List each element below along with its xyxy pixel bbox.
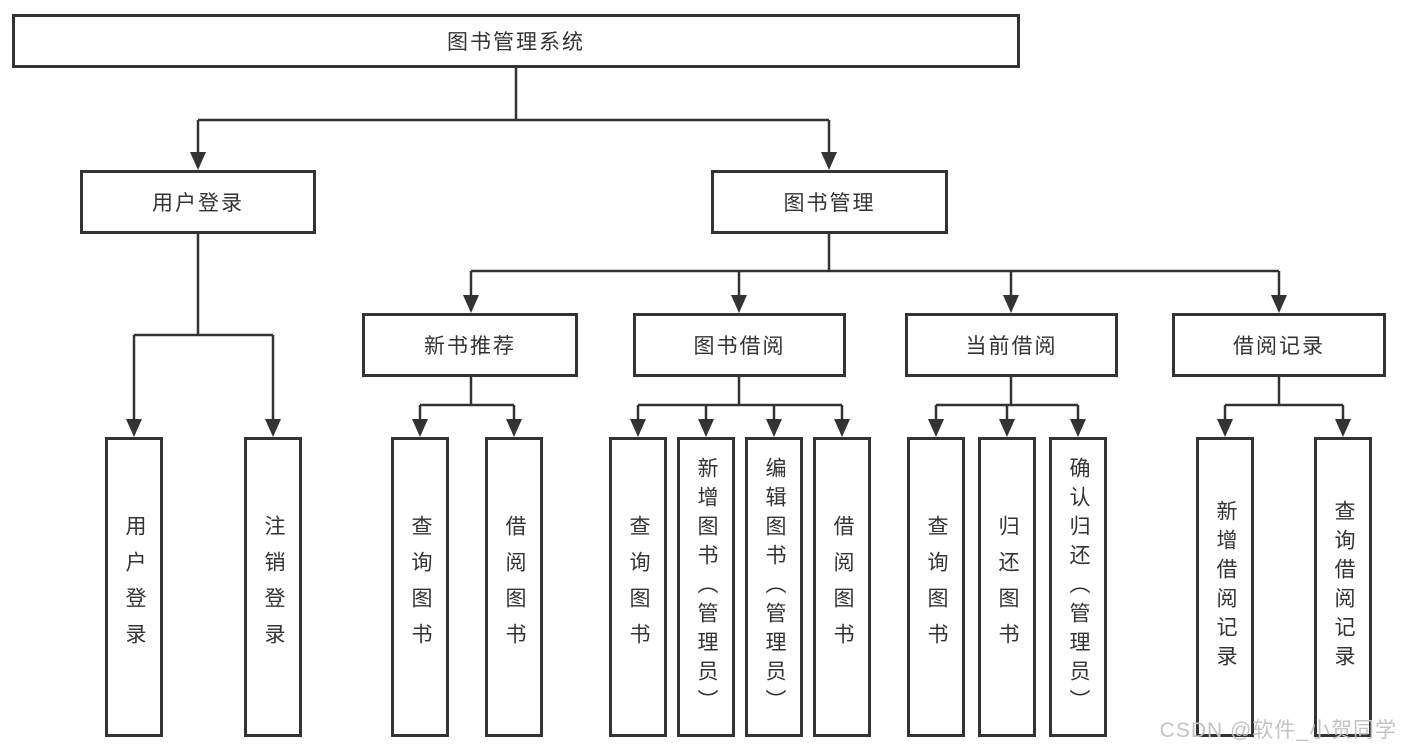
node-user-login: 用户登录 — [80, 170, 316, 234]
leaf-br-add-record: 新增借阅记录 — [1196, 437, 1254, 737]
node-book-management: 图书管理 — [711, 170, 948, 234]
leaf-bb-query-books: 查询图书 — [609, 437, 667, 737]
leaf-br-query-record: 查询借阅记录 — [1314, 437, 1372, 737]
leaf-cb-query-books: 查询图书 — [907, 437, 965, 737]
leaf-bb-edit-book-admin: 编辑图书（管理员） — [745, 437, 803, 737]
node-root: 图书管理系统 — [12, 14, 1020, 68]
leaf-logout: 注销登录 — [244, 437, 302, 737]
leaf-nb-borrow-books: 借阅图书 — [485, 437, 543, 737]
leaf-nb-query-books: 查询图书 — [391, 437, 449, 737]
arrowheads — [126, 152, 1351, 437]
leaf-bb-add-book-admin: 新增图书（管理员） — [677, 437, 735, 737]
leaf-cb-return-books: 归还图书 — [978, 437, 1036, 737]
watermark: CSDN @软件_小贺同学 — [1159, 719, 1397, 742]
leaf-bb-borrow-books: 借阅图书 — [813, 437, 871, 737]
node-borrowing-records: 借阅记录 — [1172, 313, 1386, 377]
node-new-book-recommendation: 新书推荐 — [362, 313, 578, 377]
node-book-borrowing: 图书借阅 — [633, 313, 846, 377]
node-current-borrowing: 当前借阅 — [905, 313, 1118, 377]
leaf-user-login: 用户登录 — [105, 437, 163, 737]
leaf-cb-confirm-return-admin: 确认归还（管理员） — [1049, 437, 1107, 737]
